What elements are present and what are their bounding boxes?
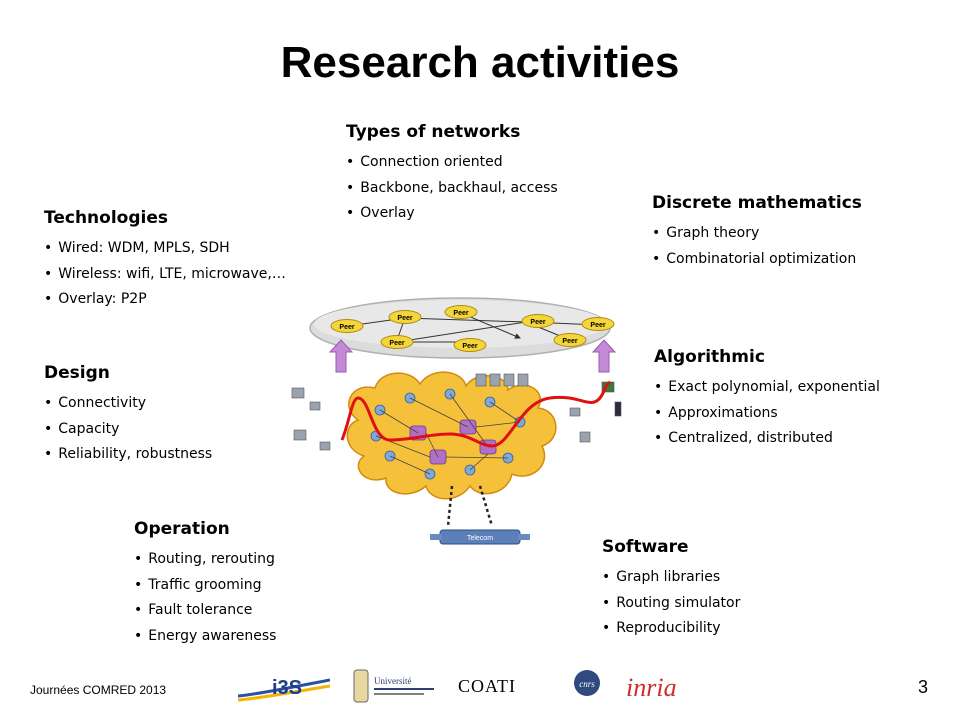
discrete-mathematics-heading: Discrete mathematics bbox=[652, 193, 862, 213]
technologies-block: Technologies Wired: WDM, MPLS, SDH Wirel… bbox=[44, 208, 286, 313]
access-links bbox=[446, 485, 494, 527]
peer-icon: Peer bbox=[553, 333, 587, 347]
overlay-arrows bbox=[328, 339, 617, 373]
peer-label: Peer bbox=[389, 340, 404, 347]
page-number: 3 bbox=[917, 677, 928, 697]
peer-icon: Peer bbox=[444, 305, 478, 319]
operation-block: Operation Routing, rerouting Traffic gro… bbox=[134, 519, 276, 649]
inria-logo-text: inria bbox=[626, 673, 677, 702]
technologies-item: Wired: WDM, MPLS, SDH bbox=[44, 236, 286, 262]
i3s-logo-text: i3S bbox=[272, 677, 302, 699]
telecom-label: Telecom bbox=[467, 535, 493, 542]
types-of-networks-heading: Types of networks bbox=[346, 122, 521, 142]
network-diagram: Peer Peer Peer Peer Peer Peer Peer Peer bbox=[291, 297, 622, 545]
software-heading: Software bbox=[602, 537, 689, 557]
peer-icon: Peer bbox=[330, 319, 364, 333]
peer-label: Peer bbox=[339, 324, 354, 331]
operation-heading: Operation bbox=[134, 519, 230, 539]
software-item: Reproducibility bbox=[602, 616, 740, 642]
discrete-mathematics-block: Discrete mathematics Graph theory Combin… bbox=[652, 193, 862, 272]
design-item: Connectivity bbox=[44, 391, 212, 417]
types-of-networks-item: Overlay bbox=[346, 201, 558, 227]
peer-label: Peer bbox=[397, 315, 412, 322]
design-item: Reliability, robustness bbox=[44, 442, 212, 468]
peer-icon: Peer bbox=[521, 314, 555, 328]
types-of-networks-block: Types of networks Connection oriented Ba… bbox=[346, 122, 558, 227]
technologies-heading: Technologies bbox=[44, 208, 168, 228]
route-path bbox=[340, 380, 611, 448]
peer-icon: Peer bbox=[380, 335, 414, 349]
algorithmic-item: Approximations bbox=[654, 401, 880, 427]
operation-item: Routing, rerouting bbox=[134, 547, 276, 573]
algorithmic-item: Exact polynomial, exponential bbox=[654, 375, 880, 401]
design-block: Design Connectivity Capacity Reliability… bbox=[44, 363, 212, 468]
software-item: Routing simulator bbox=[602, 591, 740, 617]
peer-label: Peer bbox=[562, 338, 577, 345]
peer-nodes: Peer Peer Peer Peer Peer Peer Peer Peer bbox=[330, 305, 615, 352]
types-of-networks-item: Connection oriented bbox=[346, 150, 558, 176]
operation-item: Fault tolerance bbox=[134, 598, 276, 624]
design-heading: Design bbox=[44, 363, 110, 383]
cloud-links bbox=[375, 393, 521, 475]
i3s-logo: i3S bbox=[238, 677, 330, 702]
peer-icon: Peer bbox=[453, 338, 487, 352]
operation-item: Traffic grooming bbox=[134, 573, 276, 599]
unice-logo: Université bbox=[353, 669, 434, 703]
cnrs-logo-text: cnrs bbox=[579, 679, 595, 689]
peer-label: Peer bbox=[590, 322, 605, 329]
algorithmic-block: Algorithmic Exact polynomial, exponentia… bbox=[654, 347, 880, 452]
device-icons bbox=[291, 373, 622, 451]
algorithmic-item: Centralized, distributed bbox=[654, 426, 880, 452]
peer-label: Peer bbox=[462, 343, 477, 350]
software-block: Software Graph libraries Routing simulat… bbox=[602, 537, 740, 642]
discrete-mathematics-item: Graph theory bbox=[652, 221, 862, 247]
technologies-item: Overlay: P2P bbox=[44, 287, 286, 313]
telecom-device: Telecom bbox=[430, 529, 530, 545]
peer-label: Peer bbox=[453, 310, 468, 317]
peer-icon: Peer bbox=[388, 310, 422, 324]
software-item: Graph libraries bbox=[602, 565, 740, 591]
footer-event: Journées COMRED 2013 bbox=[30, 683, 167, 697]
inria-logo: inria bbox=[626, 673, 677, 702]
algorithmic-heading: Algorithmic bbox=[654, 347, 765, 367]
design-item: Capacity bbox=[44, 417, 212, 443]
unice-logo-text: Université bbox=[374, 676, 412, 686]
technologies-item: Wireless: wifi, LTE, microwave,… bbox=[44, 262, 286, 288]
operation-item: Energy awareness bbox=[134, 624, 276, 650]
coati-logo: COATI bbox=[458, 676, 516, 697]
cnrs-logo: cnrs bbox=[574, 670, 600, 696]
peer-label: Peer bbox=[530, 319, 545, 326]
types-of-networks-item: Backbone, backhaul, access bbox=[346, 176, 557, 202]
coati-logo-text: COATI bbox=[458, 676, 516, 696]
peer-icon: Peer bbox=[581, 317, 615, 331]
discrete-mathematics-item: Combinatorial optimization bbox=[652, 247, 862, 273]
page-title: Research activities bbox=[280, 38, 680, 87]
